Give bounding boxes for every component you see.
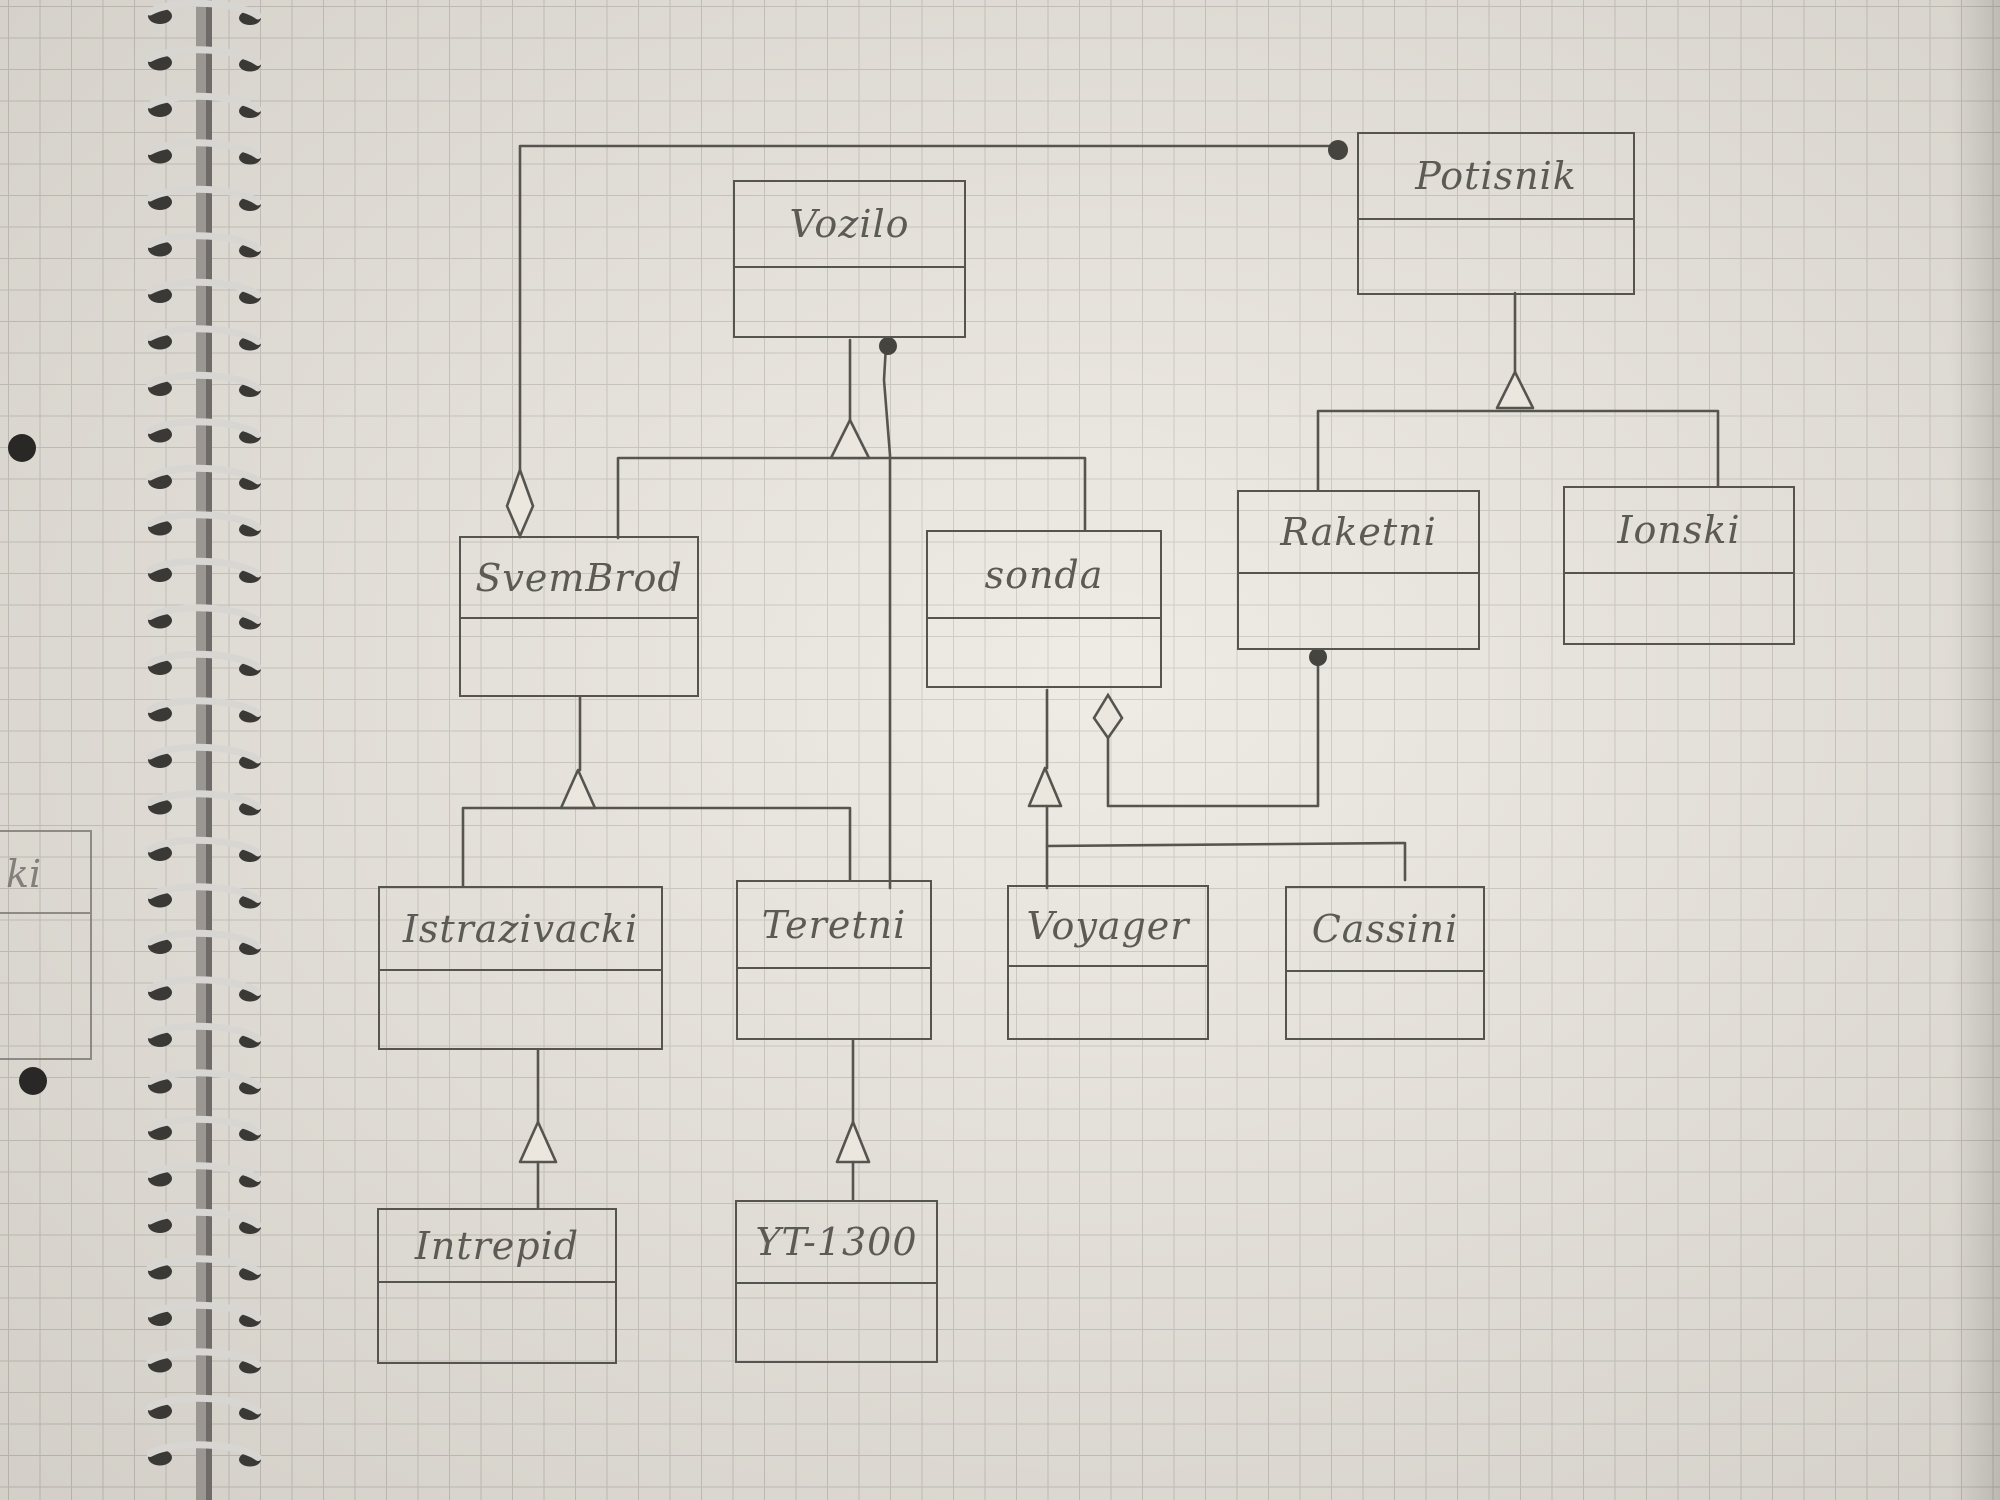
generalization-tree-svembrod: [461, 695, 852, 888]
class-yt1300: YT-1300: [735, 1200, 938, 1363]
aggregation-svembrod-potisnik: [505, 140, 1348, 540]
spiral-coil: [146, 1022, 262, 1043]
class-svembrod: SvemBrod: [459, 536, 699, 697]
generalization-intrepid-istrazivacki: [518, 1048, 558, 1210]
spiral-coil: [146, 464, 262, 485]
spiral-coil: [146, 650, 262, 671]
class-intrepid: Intrepid: [377, 1208, 617, 1364]
spiral-coil: [146, 1394, 262, 1415]
spiral-coil: [146, 1162, 262, 1182]
aggregation-sonda-raketni: [1092, 648, 1327, 808]
spiral-coil: [146, 790, 262, 810]
class-potisnik: Potisnik: [1357, 132, 1635, 295]
class-name: Voyager: [1009, 887, 1207, 967]
class-raketni: Raketni: [1237, 490, 1480, 650]
spiral-coil: [146, 1301, 262, 1322]
class-name: Raketni: [1239, 492, 1478, 574]
spiral-coil: [146, 278, 262, 299]
spiral-coil: [146, 697, 262, 717]
spiral-coil: [146, 185, 262, 206]
spiral-coil: [146, 418, 262, 438]
class-name: Potisnik: [1359, 134, 1633, 220]
spiral-coil: [146, 1115, 262, 1136]
spiral-coil: [146, 883, 262, 903]
class-teretni: Teretni: [736, 880, 932, 1040]
association-dot-potisnik: [1328, 140, 1348, 160]
aggregation-diamond-sonda: [1092, 692, 1124, 741]
association-teretni-vozilo: [879, 337, 897, 890]
spiral-coil: [146, 511, 262, 531]
aggregation-diamond-svembrod: [505, 466, 535, 540]
class-ionski: Ionski: [1563, 486, 1795, 645]
spiral-coil: [146, 1348, 262, 1368]
class-name: SvemBrod: [461, 538, 697, 619]
spiral-coil: [146, 929, 262, 950]
association-dot-vozilo: [879, 337, 897, 355]
spiral-coil: [146, 1208, 262, 1229]
generalization-tree-sonda: [1027, 688, 1407, 890]
generalization-tree-potisnik: [1316, 291, 1720, 492]
class-name: Teretni: [738, 882, 930, 969]
spiral-coil: [146, 92, 262, 113]
spiral-coil: [146, 1255, 262, 1275]
spiral-coil: [146, 836, 262, 857]
generalization-tree-vozilo: [616, 338, 1087, 540]
class-istrazivacki: Istrazivacki: [378, 886, 663, 1050]
class-name: YT-1300: [737, 1202, 936, 1284]
spiral-coil: [146, 976, 262, 996]
spiral-coil: [146, 1441, 262, 1461]
generalization-arrow-sonda: [1027, 766, 1063, 808]
spiral-coil: [146, 371, 262, 392]
page-edge-shadow: [1950, 0, 2000, 1500]
spiral-coil: [146, 743, 262, 764]
spiral-coil: [146, 604, 262, 624]
spiral-coil: [146, 0, 262, 20]
generalization-yt1300-teretni: [835, 1038, 871, 1202]
class-name: Intrepid: [379, 1210, 615, 1283]
spiral-coil: [146, 139, 262, 159]
generalization-arrow-istrazivacki: [518, 1120, 558, 1164]
generalization-arrow-vozilo-head: [829, 418, 871, 460]
class-name: sonda: [928, 532, 1160, 619]
class-vozilo: Vozilo: [733, 180, 966, 338]
adjacent-page-fragment: ki: [0, 830, 92, 1060]
spiral-coil: [146, 46, 262, 66]
generalization-arrow-potisnik: [1495, 370, 1535, 410]
class-voyager: Voyager: [1007, 885, 1209, 1040]
class-sonda: sonda: [926, 530, 1162, 688]
spiral-coil: [146, 557, 262, 578]
association-dot-raketni: [1309, 648, 1327, 666]
class-name: Cassini: [1287, 888, 1483, 972]
spiral-coil: [146, 325, 262, 345]
generalization-arrow-teretni: [835, 1120, 871, 1164]
spiral-coil: [146, 1069, 262, 1089]
class-name: Istrazivacki: [380, 888, 661, 971]
adjacent-page-text: ki: [6, 852, 42, 896]
generalization-arrow-svembrod: [559, 768, 597, 810]
class-name: Vozilo: [735, 182, 964, 268]
class-name: Ionski: [1565, 488, 1793, 574]
class-cassini: Cassini: [1285, 886, 1485, 1040]
spiral-coil: [146, 232, 262, 252]
notebook-spiral-binding: [8, 0, 262, 1500]
